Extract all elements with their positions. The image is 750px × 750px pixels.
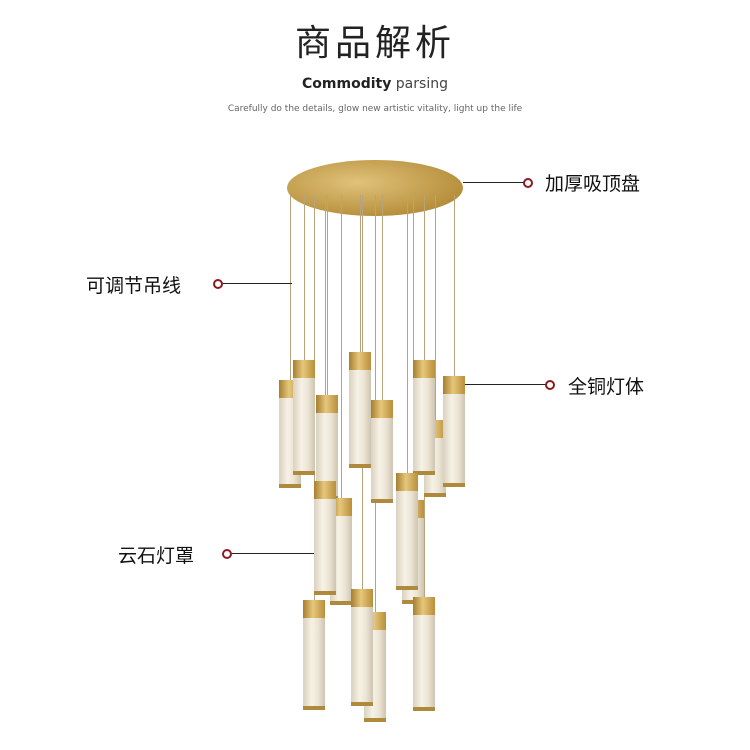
brass-base xyxy=(279,484,301,488)
suspension-wire xyxy=(382,195,383,400)
suspension-wire xyxy=(304,195,305,360)
pendant-light xyxy=(351,589,373,706)
suspension-wire xyxy=(454,195,455,376)
brass-base xyxy=(349,464,371,468)
brass-cap xyxy=(293,360,315,378)
callout-line xyxy=(465,384,547,385)
brass-cap xyxy=(396,473,418,491)
suspension-wire xyxy=(325,195,326,481)
suspension-wire xyxy=(413,195,414,500)
section-title: 商品解析 xyxy=(294,23,455,64)
brass-cap xyxy=(351,589,373,607)
brass-base xyxy=(293,471,315,475)
callout-dot xyxy=(222,549,232,559)
callout-body: 全铜灯体 xyxy=(568,376,645,398)
pendant-light xyxy=(413,360,435,475)
callout-ceiling-plate: 加厚吸顶盘 xyxy=(545,173,641,195)
callout-wire: 可调节吊线 xyxy=(86,275,182,297)
pendant-light xyxy=(443,376,465,487)
suspension-wire xyxy=(407,195,408,473)
brass-cap xyxy=(371,400,393,418)
brass-cap xyxy=(349,352,371,370)
brass-base xyxy=(413,707,435,711)
brass-base xyxy=(314,591,336,595)
suspension-wire xyxy=(360,195,361,352)
pendant-light xyxy=(413,597,435,711)
brass-cap xyxy=(314,481,336,499)
brass-cap xyxy=(413,360,435,378)
pendant-light xyxy=(314,481,336,595)
brass-cap xyxy=(443,376,465,394)
suspension-wire xyxy=(327,195,328,395)
brass-base xyxy=(303,706,325,710)
brass-base xyxy=(396,586,418,590)
suspension-wire xyxy=(435,195,436,420)
brass-base xyxy=(424,493,446,497)
callout-shade: 云石灯罩 xyxy=(118,545,195,567)
pendant-light xyxy=(303,600,325,710)
brass-base xyxy=(371,499,393,503)
brass-base xyxy=(443,483,465,487)
brass-base xyxy=(330,601,352,605)
section-subtitle: Commodity parsing xyxy=(0,76,750,92)
brass-base xyxy=(364,718,386,722)
callout-dot xyxy=(213,279,223,289)
tagline: Carefully do the details, glow new artis… xyxy=(227,104,523,114)
brass-cap xyxy=(413,597,435,615)
suspension-wire xyxy=(290,195,291,380)
suspension-wire xyxy=(341,195,342,498)
pendant-light xyxy=(396,473,418,590)
callout-line xyxy=(463,182,525,183)
brass-cap xyxy=(316,395,338,413)
callout-dot xyxy=(545,380,555,390)
pendant-light xyxy=(349,352,371,468)
pendant-light xyxy=(371,400,393,503)
subtitle-light: parsing xyxy=(395,76,448,92)
pendant-light xyxy=(293,360,315,475)
callout-dot xyxy=(523,178,533,188)
callout-line xyxy=(232,553,314,554)
callout-line xyxy=(222,283,292,284)
brass-cap xyxy=(303,600,325,618)
brass-base xyxy=(351,702,373,706)
brass-base xyxy=(413,471,435,475)
subtitle-bold: Commodity xyxy=(302,76,392,92)
